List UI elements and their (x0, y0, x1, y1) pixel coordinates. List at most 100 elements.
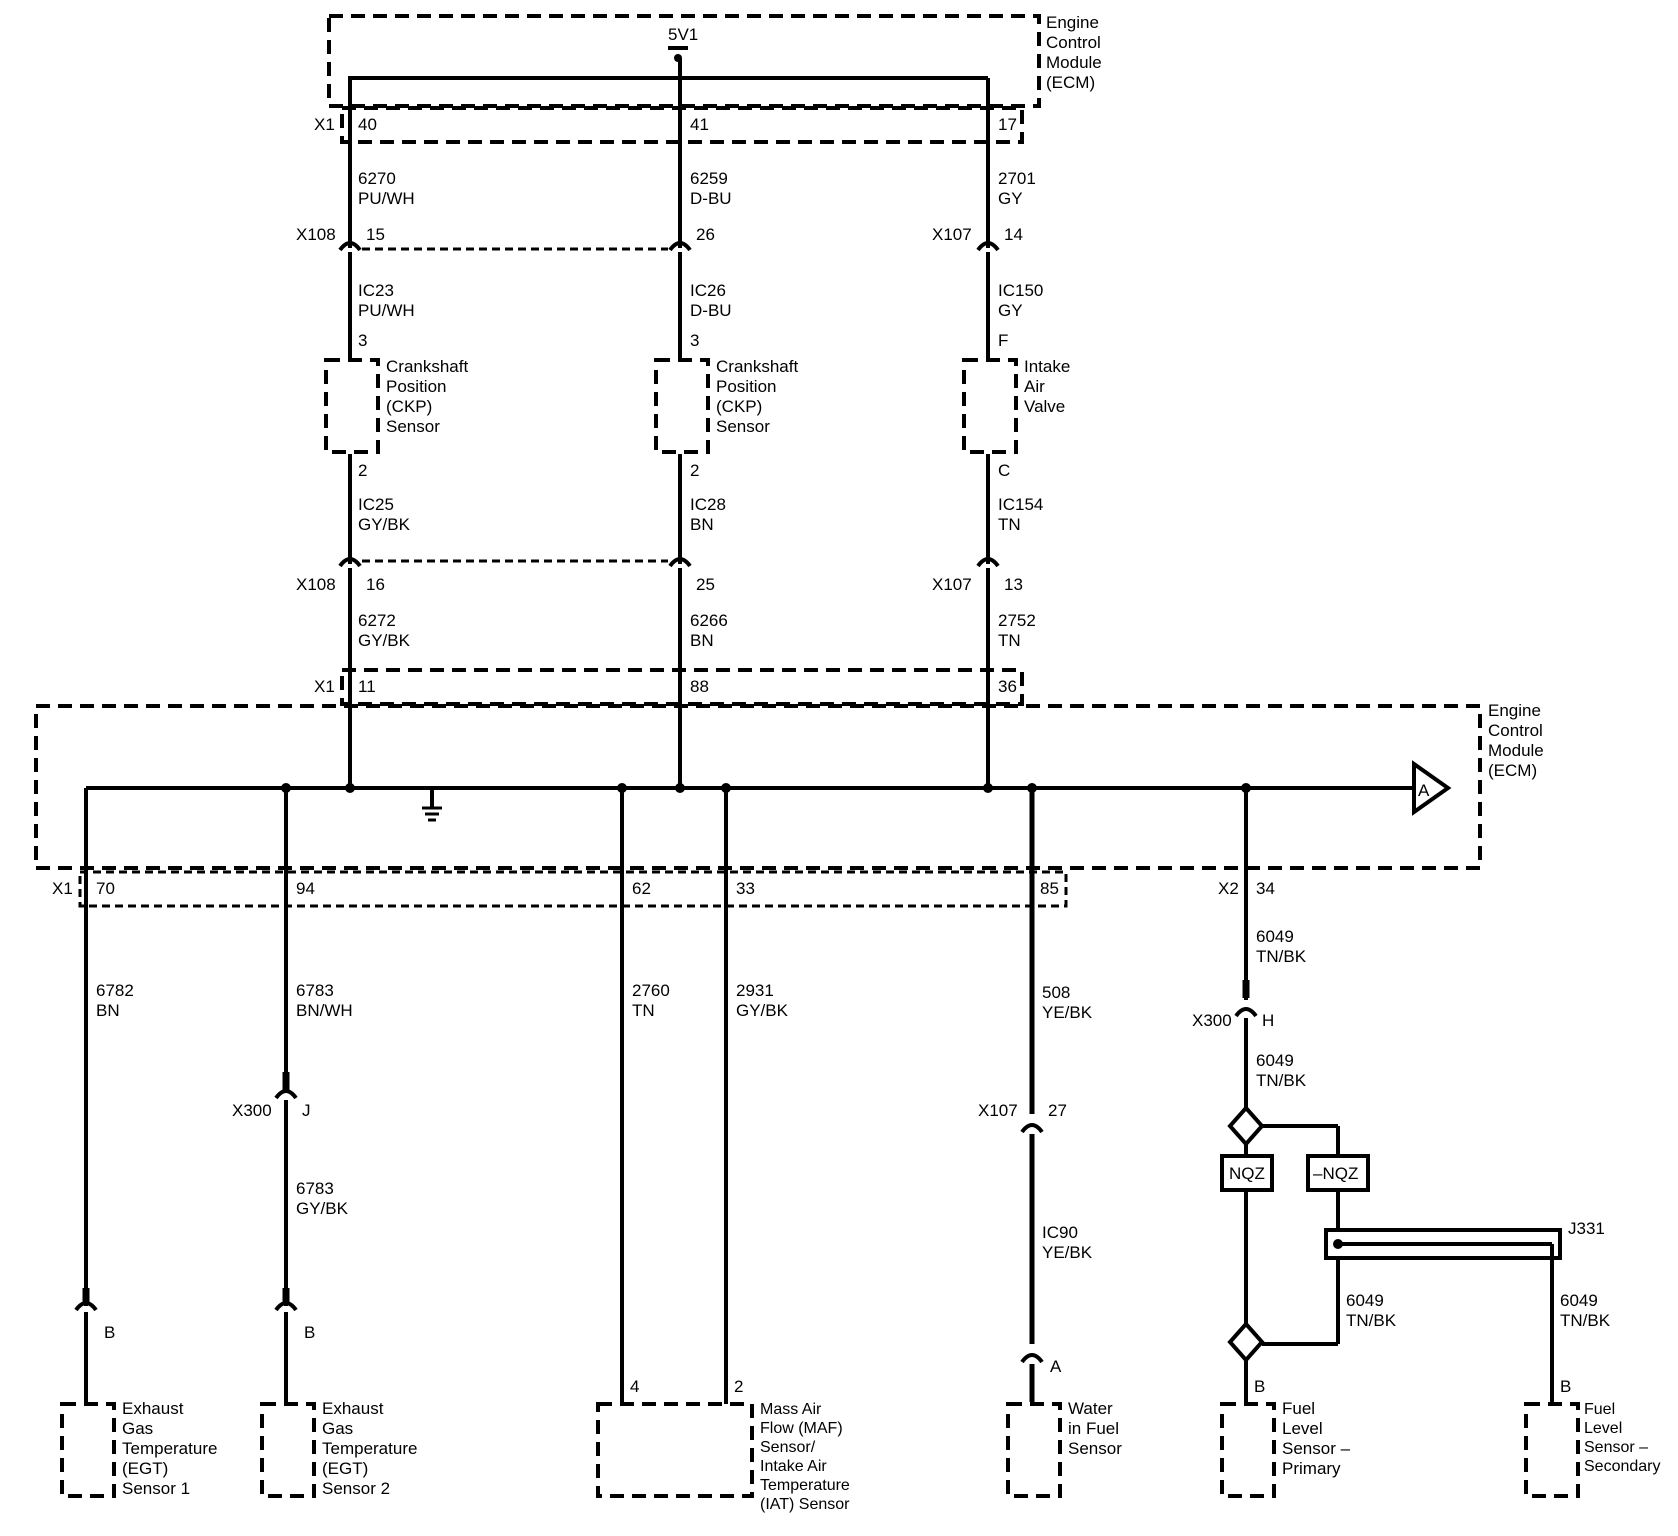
circuit-wif-lower: IC90 YE/BK (1042, 1223, 1093, 1262)
connector-wif-a (1020, 1353, 1044, 1364)
circuit-maf-4: 2760 TN (632, 981, 670, 1020)
sensor-pin: 3 (690, 331, 699, 350)
sensor-label-line: Gas (322, 1419, 353, 1438)
connector-pin: J (302, 1101, 311, 1120)
top-pin: 41 (690, 115, 709, 134)
sensor-label-line: (EGT) (122, 1459, 168, 1478)
connector-label: X1 (314, 677, 335, 696)
sensor-pin: F (998, 331, 1008, 350)
main-ecm-label: Engine Control Module (ECM) (1488, 701, 1544, 780)
circuit-fuel-2: 6049 TN/BK (1256, 1051, 1307, 1090)
connector-egt2-b (274, 1301, 298, 1312)
circuit-color: GY/BK (358, 515, 411, 534)
sensor-label-line: Water (1068, 1399, 1113, 1418)
circuit-color: BN (690, 515, 714, 534)
circuit-splice-left: 6049 TN/BK (1346, 1291, 1397, 1330)
ecm-pin: 62 (632, 879, 651, 898)
circuit-number: IC26 (690, 281, 726, 300)
connector-label: X107 (978, 1101, 1018, 1120)
inline-connector-pin: 15 (366, 225, 385, 244)
connector-label: X2 (1218, 879, 1239, 898)
inline-connector-pin: 25 (696, 575, 715, 594)
sensor-label-line: Temperature (760, 1477, 850, 1494)
circuit-color: D-BU (690, 301, 732, 320)
top-ecm-label-line: Module (1046, 53, 1102, 72)
circuit-color: BN (690, 631, 714, 650)
sensor-label-line: (EGT) (322, 1459, 368, 1478)
circuit-number: 6272 (358, 611, 396, 630)
harness-upper-col1: IC23 PU/WH (358, 281, 415, 320)
inline-connector-pin: 14 (1004, 225, 1023, 244)
circuit-color: TN (632, 1001, 655, 1020)
main-ecm-connector-x1-top (340, 668, 1024, 706)
sensor-label-line: Sensor (386, 417, 440, 436)
main-ecm-label-line: Module (1488, 741, 1544, 760)
circuit-number: IC90 (1042, 1223, 1078, 1242)
option-diamond-top (1227, 1104, 1265, 1148)
main-ecm-box (34, 704, 1482, 870)
circuit-maf-2: 2931 GY/BK (736, 981, 789, 1020)
sensor-label-line: Crankshaft (716, 357, 798, 376)
circuit-egt2: 6783 BN/WH (296, 981, 353, 1020)
circuit-number: 508 (1042, 983, 1070, 1002)
inline-connector-pin: 16 (366, 575, 385, 594)
sensor-label-line: (IAT) Sensor (760, 1496, 850, 1513)
bus-node (345, 783, 355, 793)
harness-lower-col2: IC28 BN (690, 495, 726, 534)
ecm-pin: 34 (1256, 879, 1275, 898)
circuit-number: IC150 (998, 281, 1043, 300)
circuit-lower-col1: 6272 GY/BK (358, 611, 411, 650)
circuit-number: 2701 (998, 169, 1036, 188)
connector-pin: 27 (1048, 1101, 1067, 1120)
circuit-fuel-1: 6049 TN/BK (1256, 927, 1307, 966)
circuit-splice-right: 6049 TN/BK (1560, 1291, 1611, 1330)
intake-air-valve-label: Intake Air Valve (1024, 357, 1070, 416)
sensor-label-line: Gas (122, 1419, 153, 1438)
harness-upper-col3: IC150 GY (998, 281, 1043, 320)
bus-node (983, 783, 993, 793)
circuit-color: TN/BK (1256, 1071, 1307, 1090)
fuel-level-secondary-box (1524, 1402, 1580, 1498)
sensor-pin: A (1050, 1357, 1062, 1376)
circuit-upper-col3: 2701 GY (998, 169, 1036, 208)
circuit-upper-col1: 6270 PU/WH (358, 169, 415, 208)
circuit-color: GY (998, 189, 1023, 208)
sensor-pin: B (304, 1323, 315, 1342)
ground-icon (422, 788, 442, 822)
inline-connector-label: X107 (932, 575, 972, 594)
sensor-label-line: Temperature (322, 1439, 417, 1458)
ckp-sensor-2-box (654, 358, 710, 454)
connector-label: X300 (232, 1101, 272, 1120)
circuit-color: D-BU (690, 189, 732, 208)
sensor-label-line: Flow (MAF) (760, 1420, 843, 1437)
egt-sensor-1-label: Exhaust Gas Temperature (EGT) Sensor 1 (122, 1399, 217, 1498)
connector-x107-27 (1020, 1123, 1044, 1134)
circuit-color: GY/BK (736, 1001, 789, 1020)
ecm-pin: 88 (690, 677, 709, 696)
egt-sensor-2-label: Exhaust Gas Temperature (EGT) Sensor 2 (322, 1399, 417, 1498)
circuit-color: YE/BK (1042, 1243, 1093, 1262)
circuit-number: 6266 (690, 611, 728, 630)
inline-connector-pin: 13 (1004, 575, 1023, 594)
circuit-color: YE/BK (1042, 1003, 1093, 1022)
sensor-pin: B (1560, 1377, 1571, 1396)
circuit-color: TN/BK (1346, 1311, 1397, 1330)
offpage-arrow (1412, 760, 1452, 816)
sensor-label-line: Sensor 2 (322, 1479, 390, 1498)
circuit-upper-col2: 6259 D-BU (690, 169, 732, 208)
sensor-pin: B (104, 1323, 115, 1342)
ecm-pin: 94 (296, 879, 315, 898)
inline-connector-x107-13 (976, 557, 1000, 568)
inline-connector-25 (668, 557, 692, 568)
circuit-color: TN/BK (1560, 1311, 1611, 1330)
sensor-label-line: Level (1584, 1420, 1622, 1437)
option-label: NQZ (1229, 1164, 1265, 1183)
fuel-level-primary-label: Fuel Level Sensor – Primary (1282, 1399, 1351, 1478)
circuit-number: 6259 (690, 169, 728, 188)
ckp-sensor-2-label: Crankshaft Position (CKP) Sensor (716, 357, 798, 436)
circuit-color: GY/BK (358, 631, 411, 650)
ecm-pin: 11 (358, 677, 376, 696)
sensor-label-line: Sensor – (1584, 1439, 1648, 1456)
top-pin: 17 (998, 115, 1017, 134)
sensor-label-line: Intake Air (760, 1458, 827, 1475)
